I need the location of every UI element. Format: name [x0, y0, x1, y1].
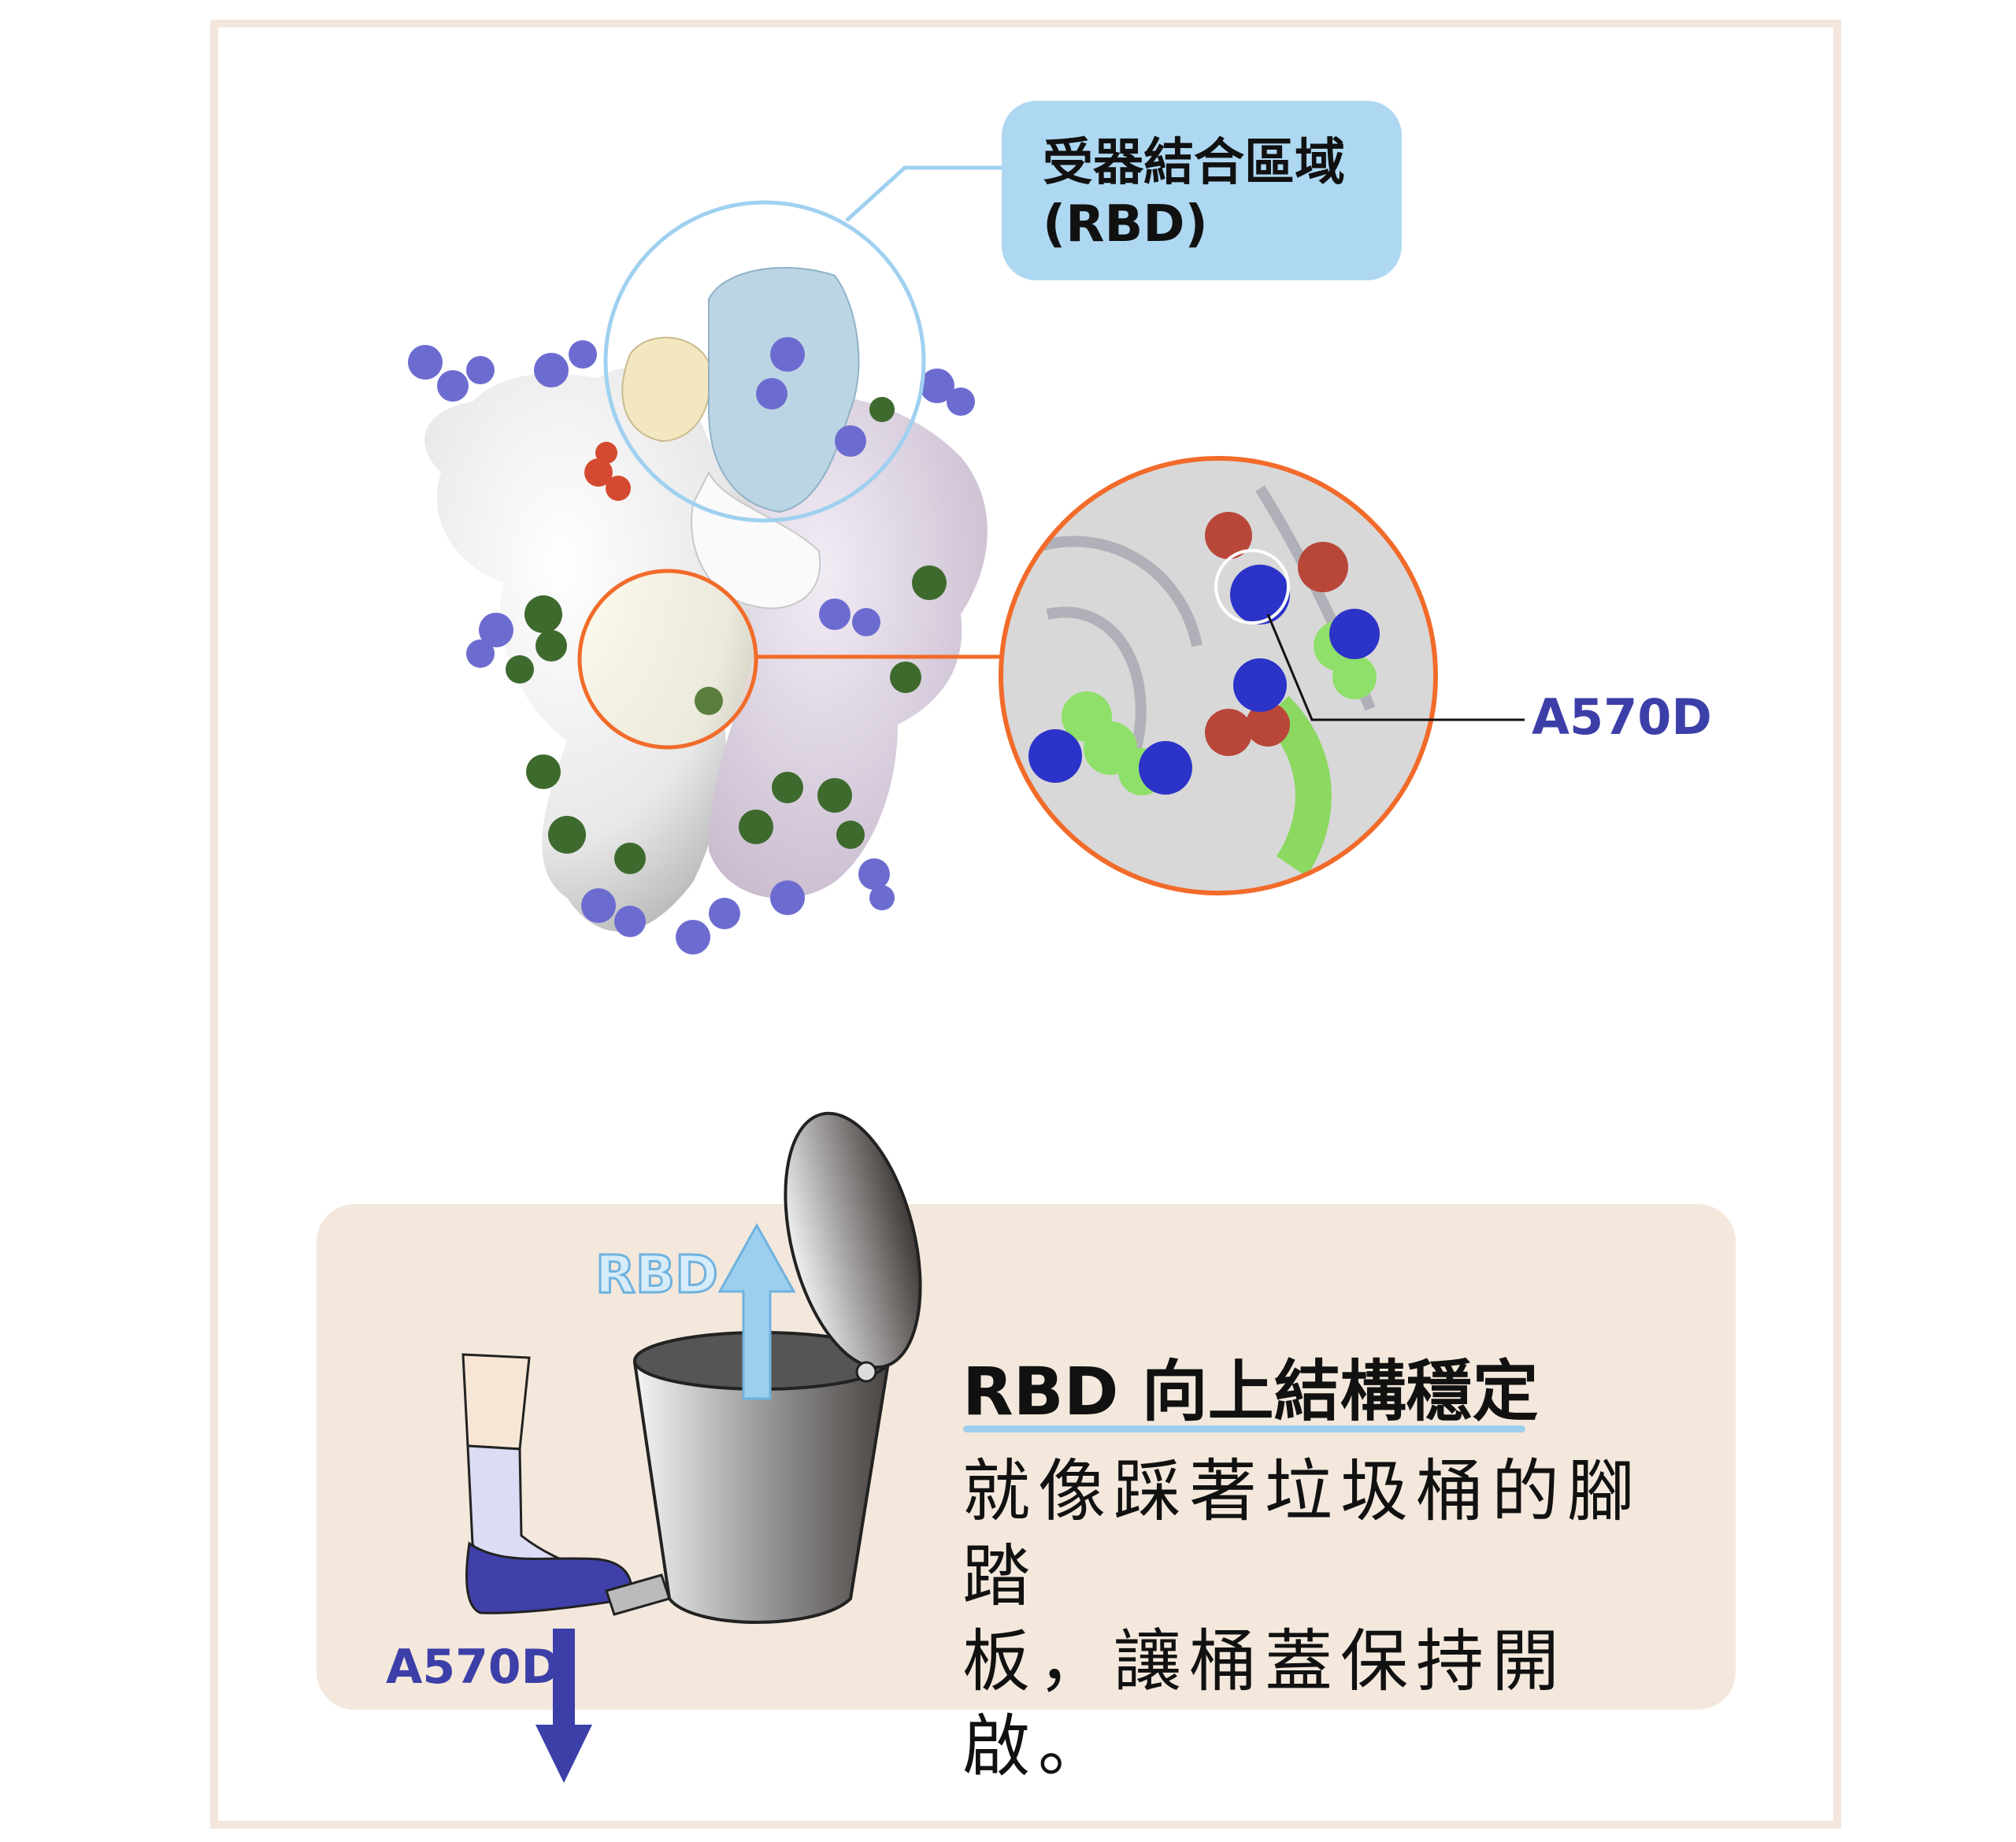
rbd-label-box: 受器結合區域 (RBD): [1002, 101, 1402, 280]
trash-can-lid: [784, 1111, 922, 1369]
rbd-label-line2: (RBD): [1043, 195, 1208, 254]
mutation-zoom-view: [1002, 460, 1434, 891]
title-underline: [963, 1425, 1525, 1432]
zoom-circle-border: [999, 456, 1438, 895]
rbd-arrow-label: RBD: [595, 1243, 720, 1306]
outer-frame: [210, 20, 1841, 1829]
body-line-1: 就像踩著垃圾桶的腳踏: [962, 1452, 1643, 1616]
rbd-connector-line: [845, 165, 1002, 222]
leg-icon: [461, 1353, 633, 1614]
rbd-up-arrow-icon: [717, 1222, 796, 1400]
panel-title: RBD 向上結構穩定: [962, 1353, 1539, 1430]
mutation-label: A570D: [1532, 688, 1712, 746]
mutation-pointer-line: [1266, 613, 1525, 721]
rbd-highlight-circle: [603, 200, 926, 523]
a570d-arrow-label: A570D: [386, 1640, 561, 1695]
a570d-down-arrow-icon: [536, 1629, 592, 1783]
hinge-icon: [855, 1361, 877, 1383]
spike-protein-structure: [408, 267, 988, 954]
body-line-2: 板，讓桶蓋保持開啟。: [962, 1622, 1567, 1786]
analogy-panel: [317, 1204, 1736, 1710]
panel-body: 就像踩著垃圾桶的腳踏 板，讓桶蓋保持開啟。: [962, 1449, 1703, 1789]
mutation-site-circle: [577, 569, 758, 750]
rbd-label-line1: 受器結合區域: [1043, 134, 1345, 192]
